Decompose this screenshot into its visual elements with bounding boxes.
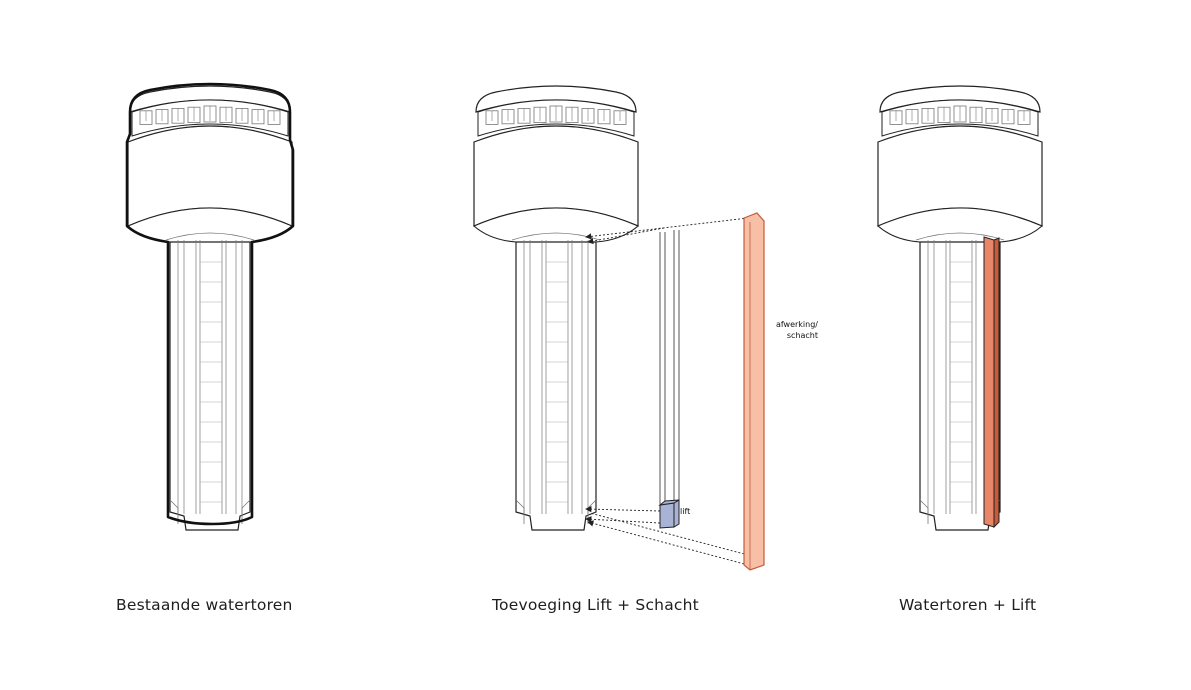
lift-cabin bbox=[659, 502, 675, 529]
lift-label: lift bbox=[680, 507, 690, 516]
guide-line bbox=[587, 520, 749, 566]
guide-line bbox=[589, 512, 749, 556]
lift-cabin-top bbox=[658, 499, 680, 506]
tower-body bbox=[126, 85, 294, 531]
caption-tower-with-lift: Watertoren + Lift bbox=[899, 596, 1037, 614]
tower-result bbox=[876, 85, 1044, 531]
lift-cabin-side bbox=[673, 499, 680, 528]
tank-bottom bbox=[472, 207, 640, 243]
tower-body bbox=[876, 85, 1044, 531]
tower-addition bbox=[472, 85, 640, 531]
lift-assembly: lift afwerking/ schacht bbox=[585, 212, 818, 571]
tank-bottom bbox=[876, 207, 1044, 243]
tower-shaft bbox=[919, 241, 1001, 531]
tower-shaft bbox=[169, 241, 251, 531]
guide-line bbox=[585, 217, 749, 240]
guide-line bbox=[585, 505, 661, 513]
tower-outline-bold bbox=[125, 82, 295, 526]
caption-lift-addition: Toevoeging Lift + Schacht bbox=[492, 596, 699, 614]
shaft-attached-side bbox=[993, 237, 1000, 529]
tower-body bbox=[472, 85, 640, 531]
guide-line bbox=[587, 227, 665, 245]
shaft-label-line2: schacht bbox=[787, 331, 818, 340]
caption-existing-tower: Bestaande watertoren bbox=[116, 596, 293, 614]
guide-line bbox=[585, 516, 661, 524]
shaft-attached bbox=[983, 236, 1000, 529]
tower-shaft bbox=[515, 241, 597, 531]
tower-existing bbox=[125, 82, 295, 531]
shaft-label-line1: afwerking/ bbox=[776, 320, 818, 329]
shaft-attached-front bbox=[983, 236, 995, 528]
shaft-finish-panel bbox=[743, 212, 765, 571]
